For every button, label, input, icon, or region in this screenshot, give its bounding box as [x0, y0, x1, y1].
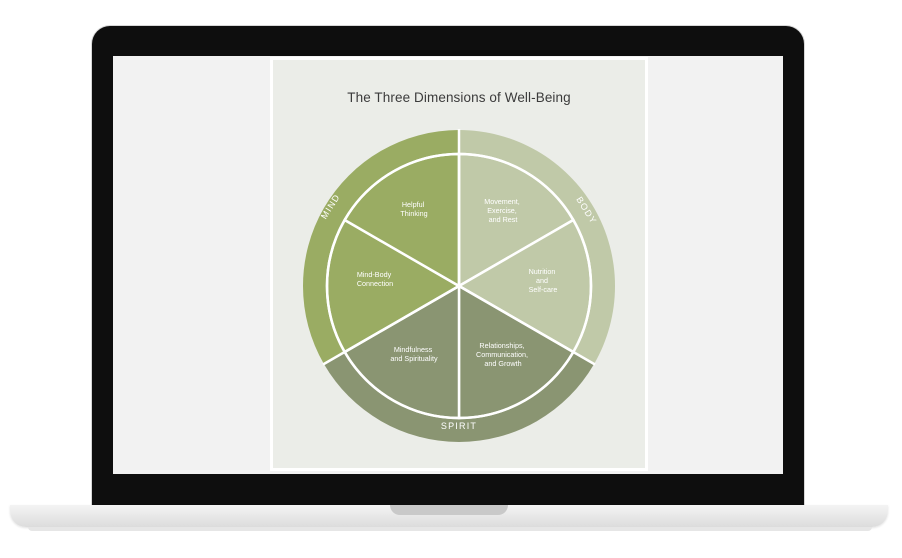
poster-title: The Three Dimensions of Well-Being: [347, 90, 571, 105]
laptop-base: [10, 505, 888, 527]
label-spirit: SPIRIT: [441, 421, 477, 431]
laptop-hinge-notch: [390, 505, 508, 515]
poster: The Three Dimensions of Well-Being MIND …: [273, 60, 645, 468]
laptop-screen: The Three Dimensions of Well-Being MIND …: [113, 56, 783, 474]
inner-circle-outline: [325, 152, 593, 420]
text-relationships: Relationships, Communication, and Growth: [476, 341, 530, 368]
wellbeing-wheel: MIND BODY SPIRIT Helpful Thinking Mind-B…: [302, 129, 615, 443]
laptop-base-shadow: [28, 527, 872, 531]
text-helpful-thinking: Helpful Thinking: [400, 200, 427, 218]
text-mind-body: Mind-Body Connection: [357, 270, 393, 288]
text-movement: Movement, Exercise, and Rest: [484, 197, 522, 224]
text-nutrition: Nutrition and Self-care: [529, 267, 558, 294]
text-mindfulness: Mindfulness and Spirituality: [390, 345, 438, 363]
